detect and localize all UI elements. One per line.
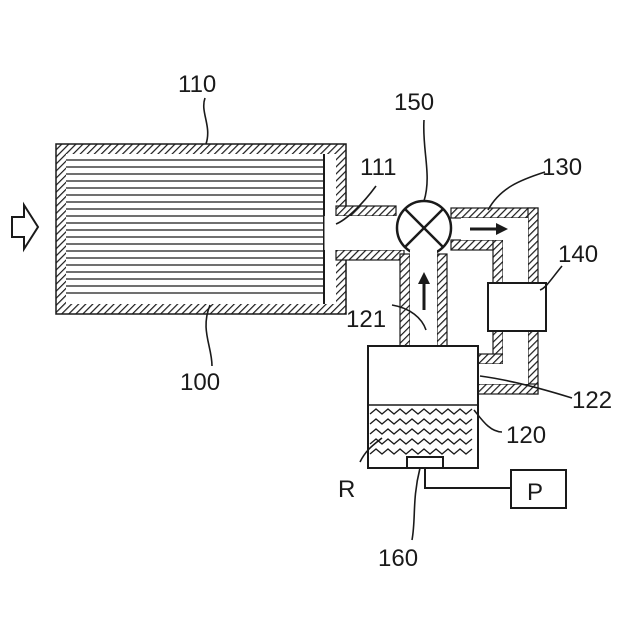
heat-exchanger-housing <box>56 144 346 314</box>
outlet-pipe <box>326 206 406 260</box>
label-122: 122 <box>572 387 612 414</box>
label-121: 121 <box>346 306 386 333</box>
label-111: 111 <box>360 154 396 181</box>
label-100: 100 <box>180 369 220 396</box>
label-140: 140 <box>558 241 598 268</box>
label-150: 150 <box>394 89 434 116</box>
label-110: 110 <box>178 71 216 98</box>
label-120: 120 <box>506 422 546 449</box>
inlet-arrow-icon <box>12 205 38 249</box>
label-r: R <box>338 476 355 503</box>
label-130: 130 <box>542 154 582 181</box>
component-140-box <box>488 283 546 331</box>
label-p: P <box>527 479 543 506</box>
label-160: 160 <box>378 545 418 572</box>
valve-icon <box>397 201 451 255</box>
